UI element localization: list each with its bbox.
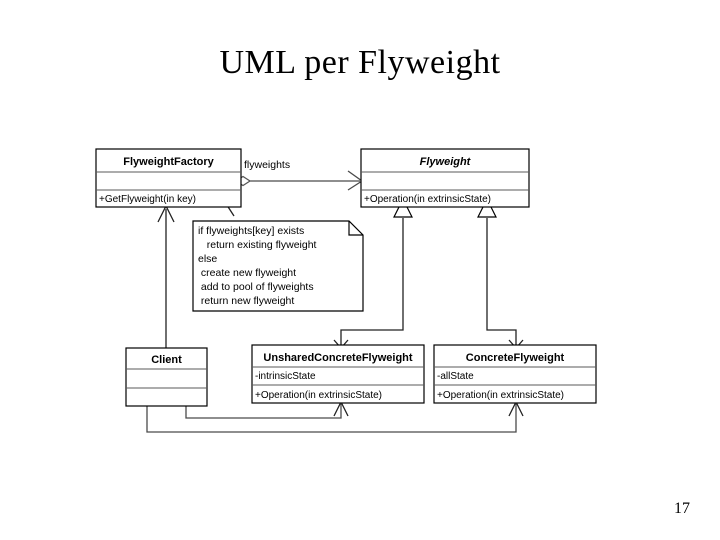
class-name-unsharedconcreteflyweight: UnsharedConcreteFlyweight bbox=[263, 352, 412, 364]
class-name-flyweightfactory: FlyweightFactory bbox=[123, 156, 214, 168]
class-flyweight[interactable]: Flyweight +Operation(in extrinsicState) bbox=[360, 148, 530, 208]
operation-flyweight-operation: +Operation(in extrinsicState) bbox=[364, 194, 491, 205]
operation-concrete-operation: +Operation(in extrinsicState) bbox=[437, 390, 564, 401]
attribute-intrinsicstate: -intrinsicState bbox=[255, 371, 316, 382]
association-label-flyweights: flyweights bbox=[244, 159, 290, 171]
class-concreteflyweight[interactable]: ConcreteFlyweight -allState +Operation(i… bbox=[433, 344, 597, 404]
operation-unshared-operation: +Operation(in extrinsicState) bbox=[255, 390, 382, 401]
dependency-client-to-flyweightfactory bbox=[157, 204, 175, 348]
association-flyweights bbox=[234, 170, 364, 191]
note-line-6: return new flyweight bbox=[198, 295, 294, 307]
class-flyweightfactory[interactable]: FlyweightFactory +GetFlyweight(in key) bbox=[95, 148, 242, 208]
class-client[interactable]: Client bbox=[125, 347, 208, 407]
generalization-concreteflyweight bbox=[477, 197, 524, 349]
note-line-3: else bbox=[198, 253, 217, 265]
note-line-5: add to pool of flyweights bbox=[198, 281, 314, 293]
note-getflyweight: if flyweights[key] exists return existin… bbox=[192, 220, 364, 312]
note-line-1: if flyweights[key] exists bbox=[198, 225, 304, 237]
attribute-allstate: -allState bbox=[437, 371, 474, 382]
class-unsharedconcreteflyweight[interactable]: UnsharedConcreteFlyweight -intrinsicStat… bbox=[251, 344, 425, 404]
class-name-client: Client bbox=[151, 354, 182, 366]
class-name-concreteflyweight: ConcreteFlyweight bbox=[466, 352, 565, 364]
class-name-flyweight: Flyweight bbox=[420, 156, 472, 168]
page-title: UML per Flyweight bbox=[219, 44, 501, 81]
note-line-2: return existing flyweight bbox=[198, 239, 317, 251]
operation-getflyweight: +GetFlyweight(in key) bbox=[99, 194, 196, 205]
note-line-4: create new flyweight bbox=[198, 267, 296, 279]
page-number: 17 bbox=[674, 500, 690, 517]
dependency-client-to-unsharedconcreteflyweight bbox=[185, 400, 349, 419]
